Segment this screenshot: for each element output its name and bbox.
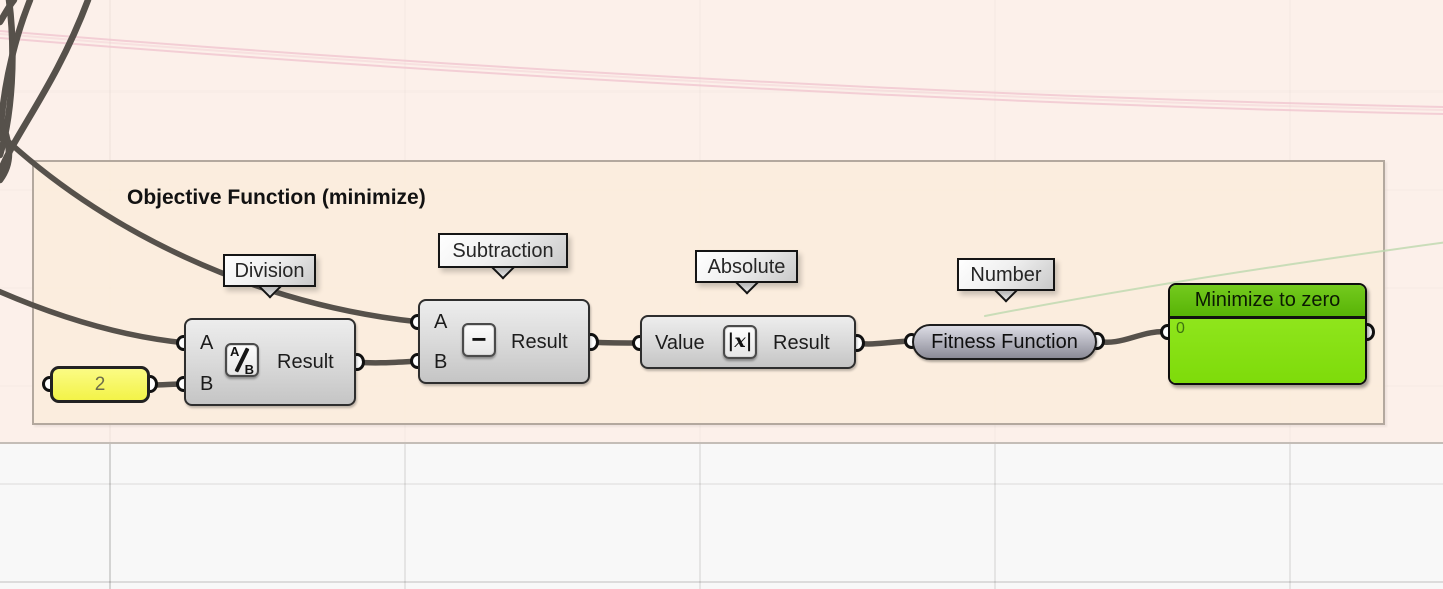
tooltip-division-label: Division (223, 254, 316, 287)
minimize-panel[interactable]: Minimize to zero 0 (1160, 283, 1375, 385)
tooltip-absolute-label: Absolute (695, 250, 798, 283)
division-component[interactable]: A B A B Result (176, 318, 365, 406)
faint-pink-wire-2 (0, 33, 1443, 111)
wire-to-division-a[interactable] (0, 288, 189, 346)
subtraction-body[interactable] (418, 299, 590, 384)
subtraction-input-b-label: B (434, 351, 448, 373)
panel-body[interactable]: 0 (1170, 319, 1365, 383)
absolute-input-label: Value (655, 332, 705, 354)
absolute-icon: |x| (723, 325, 757, 359)
division-icon: A B (225, 343, 259, 377)
tooltip-absolute: Absolute (695, 250, 798, 295)
fitness-function-param[interactable]: Fitness Function (904, 324, 1105, 360)
tooltip-number: Number (957, 258, 1055, 303)
division-body[interactable] (184, 318, 356, 406)
tooltip-subtraction: Subtraction (438, 233, 568, 280)
tooltip-division: Division (223, 254, 316, 299)
faint-pink-wire-3 (0, 37, 1443, 115)
wire-bundle-5[interactable] (0, 114, 13, 184)
tooltip-number-label: Number (957, 258, 1055, 291)
panel-title: Minimize to zero (1170, 285, 1365, 319)
division-input-b-label: B (200, 373, 214, 395)
fitness-function-label[interactable]: Fitness Function (912, 324, 1097, 360)
subtraction-output-label: Result (511, 331, 568, 353)
subtraction-component[interactable]: A B − Result (410, 299, 599, 384)
panel-value: 0 (1176, 320, 1185, 337)
absolute-component[interactable]: Value |x| Result (632, 315, 865, 369)
faint-green-wire (984, 241, 1443, 317)
faint-pink-wire-1 (0, 30, 1443, 108)
tooltip-subtraction-label: Subtraction (438, 233, 568, 268)
wire-number-to-panel[interactable] (1092, 328, 1173, 345)
slider-value[interactable]: 2 (50, 366, 150, 403)
absolute-output-label: Result (773, 332, 830, 354)
wire-to-subtraction-a[interactable] (0, 129, 423, 325)
minus-icon: − (462, 323, 496, 357)
number-slider[interactable]: 2 (42, 366, 158, 403)
division-output-label: Result (277, 351, 334, 373)
subtraction-input-a-label: A (434, 311, 448, 333)
division-input-a-label: A (200, 332, 214, 354)
group-title: Objective Function (minimize) (127, 186, 426, 209)
grid-line-horizontal (0, 581, 1443, 583)
panel-box[interactable]: Minimize to zero 0 (1168, 283, 1367, 385)
